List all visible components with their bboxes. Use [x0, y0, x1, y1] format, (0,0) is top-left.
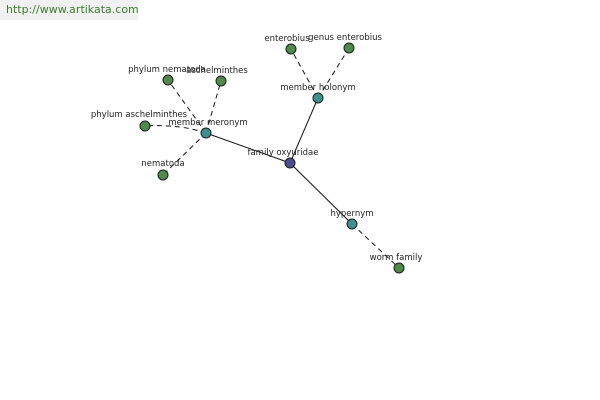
- node-worm-family[interactable]: worm family: [370, 253, 423, 274]
- edge-hypernym-worm-family: [351, 223, 400, 269]
- node-marker: [312, 92, 324, 104]
- node-marker: [393, 262, 405, 274]
- node-marker: [157, 169, 169, 181]
- node-label: member holonym: [280, 83, 355, 93]
- node-phylum-aschelminthes[interactable]: phylum aschelminthes: [91, 110, 188, 132]
- node-label: enterobius: [264, 34, 310, 44]
- watermark-link[interactable]: http://www.artikata.com: [0, 0, 139, 20]
- node-marker: [139, 120, 151, 132]
- edge-meronym-phylum-nematoda: [167, 79, 207, 134]
- node-label: member meronym: [168, 118, 247, 128]
- node-marker: [215, 75, 227, 87]
- node-label: family oxyuridae: [247, 148, 318, 158]
- node-member-meronym[interactable]: member meronym: [168, 118, 248, 139]
- node-genus-enterobius[interactable]: genus enterobius: [308, 33, 382, 54]
- node-aschelminthes[interactable]: aschelminthes: [186, 66, 248, 87]
- node-label: aschelminthes: [186, 66, 248, 76]
- node-marker: [284, 157, 296, 169]
- node-label: worm family: [370, 253, 423, 263]
- node-enterobius[interactable]: enterobius: [264, 34, 310, 55]
- node-marker: [200, 127, 212, 139]
- node-label: phylum aschelminthes: [91, 110, 188, 120]
- node-label: hypernym: [330, 209, 373, 219]
- edge-center-member-holonym: [289, 97, 319, 164]
- node-marker: [285, 43, 297, 55]
- node-label: phylum nematoda: [128, 65, 206, 75]
- node-member-holonym[interactable]: member holonym: [280, 83, 356, 104]
- node-hypernym[interactable]: hypernym: [330, 209, 374, 230]
- node-marker: [162, 74, 174, 86]
- edge-center-member-meronym: [205, 132, 291, 164]
- node-marker: [346, 218, 358, 230]
- node-marker: [343, 42, 355, 54]
- node-phylum-nematoda[interactable]: phylum nematoda: [128, 65, 206, 86]
- edge-holonym-enterobius: [290, 48, 319, 99]
- node-family-oxyuridae[interactable]: family oxyuridae: [247, 148, 319, 169]
- edge-meronym-nematoda: [162, 132, 207, 176]
- node-label: nematoda: [141, 159, 184, 169]
- edge-center-hypernym: [289, 162, 353, 225]
- node-label: genus enterobius: [308, 33, 382, 43]
- node-nematoda[interactable]: nematoda: [141, 159, 185, 181]
- edge-holonym-genus-enterobius: [317, 47, 350, 99]
- edge-meronym-aschelminthes: [205, 80, 222, 134]
